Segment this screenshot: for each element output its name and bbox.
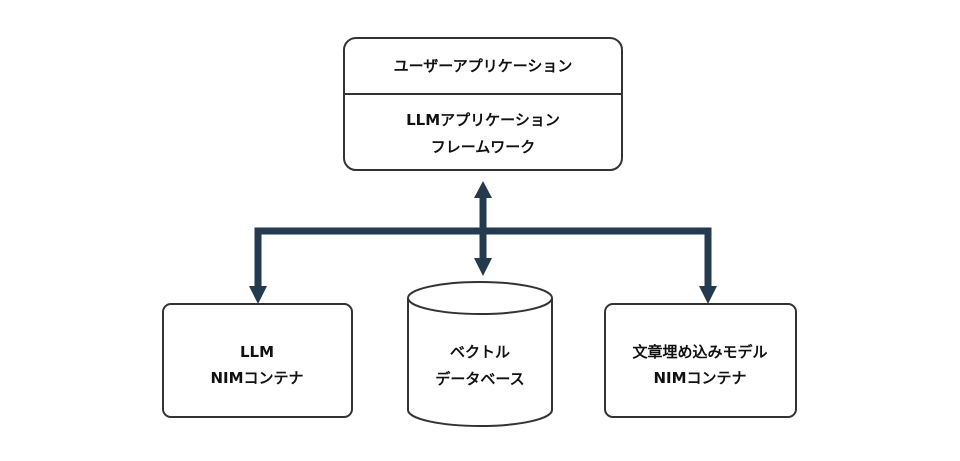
database-top-ellipse <box>407 281 553 315</box>
arrowhead-down-to-llm-icon <box>249 286 267 304</box>
vector-db-label-line2: データベース <box>435 370 524 388</box>
arrowhead-up-to-app-icon <box>474 181 492 198</box>
llm-nim-container-frame <box>162 303 353 418</box>
framework-label-line1: LLMアプリケーション <box>406 111 560 129</box>
user-application-box-frame <box>343 37 623 171</box>
arrowhead-down-to-embedding-icon <box>699 286 717 304</box>
embedding-nim-container-frame <box>604 303 797 418</box>
vector-db-label-line1: ベクトル <box>450 343 510 361</box>
arrowheads <box>249 181 717 304</box>
llm-nim-container-box: LLM NIMコンテナ <box>162 303 353 418</box>
llm-label-line1: LLM <box>240 343 274 361</box>
framework-label-line2: フレームワーク <box>431 138 536 156</box>
user-application-title: ユーザーアプリケーション <box>394 57 573 75</box>
connectors <box>254 196 712 288</box>
llm-label-line2: NIMコンテナ <box>210 369 303 387</box>
embedding-nim-container-box: 文章埋め込みモデル NIMコンテナ <box>604 303 797 418</box>
vector-database-cylinder: ベクトル データベース <box>407 281 553 427</box>
database-icon <box>407 298 553 427</box>
user-application-box: ユーザーアプリケーション LLMアプリケーション フレームワーク <box>343 37 623 171</box>
embedding-label-line2: NIMコンテナ <box>653 369 746 387</box>
arrowhead-down-to-vector-db-icon <box>474 258 492 276</box>
embedding-label-line1: 文章埋め込みモデル <box>632 343 767 361</box>
